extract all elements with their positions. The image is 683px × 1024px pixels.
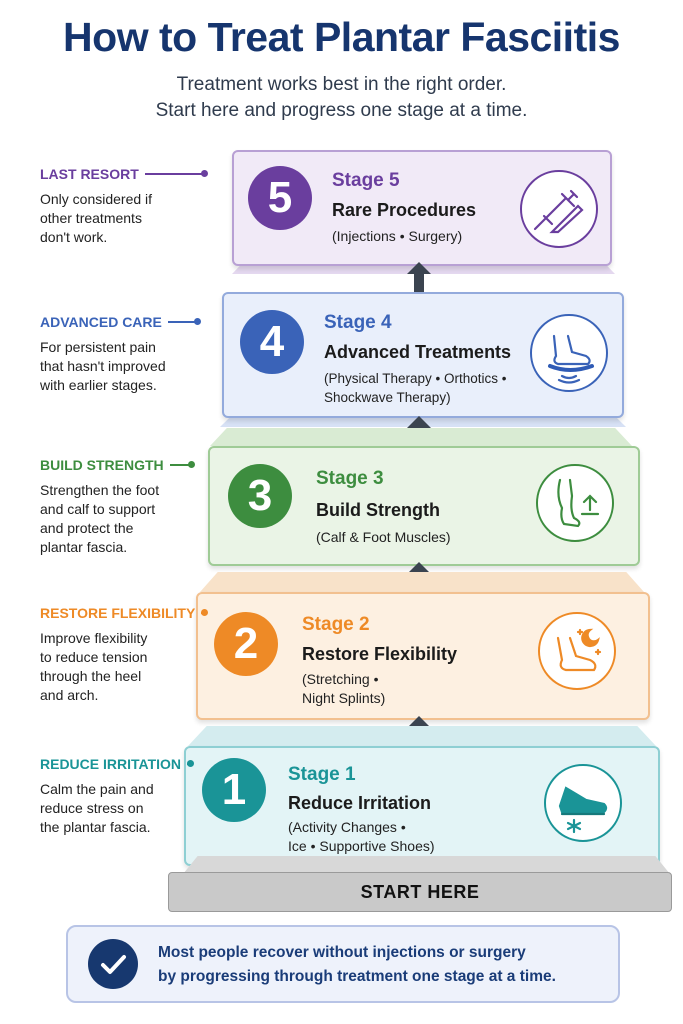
side-label-text: REDUCE IRRITATION: [40, 756, 182, 772]
connector-line: [144, 170, 208, 177]
desc-line: and arch.: [40, 687, 99, 703]
stage-1-card: 1 Stage 1 Reduce Irritation (Activity Ch…: [184, 746, 660, 866]
side-label-title: RESTORE FLEXIBILITY: [40, 605, 210, 621]
stage-5-detail: (Injections • Surgery): [332, 227, 462, 246]
stage-2-label: Stage 2: [302, 614, 370, 635]
side-label-description: Strengthen the foot and calf to support …: [40, 481, 210, 557]
desc-line: with earlier stages.: [40, 377, 157, 393]
side-label-description: Improve flexibility to reduce tension th…: [40, 629, 210, 705]
stage-2-detail-line-1: (Stretching •: [302, 671, 379, 687]
leg-arrow-up-icon: [536, 464, 614, 542]
foot-moon-icon: [538, 612, 616, 690]
desc-line: Strengthen the foot: [40, 482, 160, 498]
side-label-title: LAST RESORT: [40, 166, 210, 182]
arrow-up-icon: [407, 262, 431, 292]
base-step-top: [183, 856, 670, 874]
stage-4-detail-line-2: Shockwave Therapy): [324, 390, 451, 405]
stage-1-detail-line-2: Ice • Supportive Shoes): [288, 838, 435, 854]
connector-line: [169, 461, 195, 468]
side-label-stage-1: REDUCE IRRITATION Calm the pain and redu…: [40, 756, 210, 837]
note-line-2: by progressing through treatment one sta…: [158, 968, 556, 985]
desc-line: and protect the: [40, 520, 134, 536]
stage-3-title: Build Strength: [316, 500, 440, 520]
stage-2-number-badge: 2: [214, 612, 278, 676]
stage-1-detail-line-1: (Activity Changes •: [288, 819, 406, 835]
stage-4-detail: (Physical Therapy • Orthotics • Shockwav…: [324, 369, 507, 407]
stage-2-detail: (Stretching • Night Splints): [302, 670, 385, 708]
stage-5-label: Stage 5: [332, 170, 400, 191]
subtitle-line-2: Start here and progress one stage at a t…: [155, 100, 528, 121]
stage-5-card: 5 Stage 5 Rare Procedures (Injections • …: [232, 150, 612, 266]
stage-4-label: Stage 4: [324, 312, 392, 333]
stage-2-detail-line-2: Night Splints): [302, 690, 386, 706]
side-label-description: For persistent pain that hasn't improved…: [40, 338, 210, 395]
stage-4-detail-line-1: (Physical Therapy • Orthotics •: [324, 371, 507, 386]
desc-line: Improve flexibility: [40, 630, 148, 646]
page-subtitle: Treatment works best in the right order.…: [0, 72, 683, 124]
desc-line: to reduce tension: [40, 649, 148, 665]
side-label-text: ADVANCED CARE: [40, 314, 162, 330]
connector-line: [187, 760, 195, 767]
connector-line: [167, 318, 201, 325]
side-label-text: BUILD STRENGTH: [40, 457, 164, 473]
desc-line: and calf to support: [40, 501, 156, 517]
desc-line: through the heel: [40, 668, 142, 684]
stage-4-card: 4 Stage 4 Advanced Treatments (Physical …: [222, 292, 624, 418]
desc-line: Only considered if: [40, 191, 153, 207]
stage-5-number-badge: 5: [248, 166, 312, 230]
stage-2-title: Restore Flexibility: [302, 644, 458, 664]
stage-1-number-badge: 1: [202, 758, 266, 822]
side-label-title: REDUCE IRRITATION: [40, 756, 210, 772]
stage-2-step: [200, 572, 644, 592]
side-label-description: Calm the pain and reduce stress on the p…: [40, 780, 210, 837]
stage-3-step: [210, 428, 632, 446]
syringe-scalpel-icon: [520, 170, 598, 248]
stage-1-label: Stage 1: [288, 764, 356, 785]
stage-4-title: Advanced Treatments: [324, 342, 512, 362]
side-label-stage-5: LAST RESORT Only considered if other tre…: [40, 166, 210, 247]
stage-5-detail-line-1: (Injections • Surgery): [332, 228, 463, 244]
side-label-title: ADVANCED CARE: [40, 314, 210, 330]
side-label-stage-2: RESTORE FLEXIBILITY Improve flexibility …: [40, 605, 210, 705]
side-label-text: RESTORE FLEXIBILITY: [40, 605, 196, 621]
stage-3-detail: (Calf & Foot Muscles): [316, 528, 451, 547]
side-label-title: BUILD STRENGTH: [40, 457, 210, 473]
start-here-base: START HERE: [168, 872, 672, 912]
stage-3-card: 3 Stage 3 Build Strength (Calf & Foot Mu…: [208, 446, 640, 566]
shoe-snowflake-icon: [544, 764, 622, 842]
stage-1-title: Reduce Irritation: [288, 793, 432, 813]
stage-2-card: 2 Stage 2 Restore Flexibility (Stretchin…: [196, 592, 650, 720]
side-label-stage-4: ADVANCED CARE For persistent pain that h…: [40, 314, 210, 395]
page-title: How to Treat Plantar Fasciitis: [63, 14, 620, 60]
note-text: Most people recover without injections o…: [158, 941, 556, 989]
foot-insole-icon: [530, 314, 608, 392]
desc-line: For persistent pain: [40, 339, 156, 355]
stage-3-detail-line-1: (Calf & Foot Muscles): [316, 529, 451, 545]
subtitle-line-1: Treatment works best in the right order.: [176, 74, 507, 95]
note-line-1: Most people recover without injections o…: [158, 944, 526, 961]
recovery-note: Most people recover without injections o…: [66, 925, 620, 1003]
side-label-stage-3: BUILD STRENGTH Strengthen the foot and c…: [40, 457, 210, 557]
stage-1-step: [188, 726, 656, 746]
stage-4-number-badge: 4: [240, 310, 304, 374]
desc-line: other treatments: [40, 210, 142, 226]
desc-line: that hasn't improved: [40, 358, 166, 374]
side-label-description: Only considered if other treatments don'…: [40, 190, 210, 247]
checkmark-icon: [88, 939, 138, 989]
stage-3-label: Stage 3: [316, 468, 384, 489]
desc-line: Calm the pain and: [40, 781, 154, 797]
side-label-text: LAST RESORT: [40, 166, 139, 182]
desc-line: reduce stress on: [40, 800, 144, 816]
desc-line: the plantar fascia.: [40, 819, 151, 835]
stage-3-number-badge: 3: [228, 464, 292, 528]
desc-line: plantar fascia.: [40, 539, 128, 555]
connector-line: [201, 609, 209, 616]
stage-5-title: Rare Procedures: [332, 200, 477, 220]
desc-line: don't work.: [40, 229, 108, 245]
stage-1-detail: (Activity Changes • Ice • Supportive Sho…: [288, 818, 435, 856]
